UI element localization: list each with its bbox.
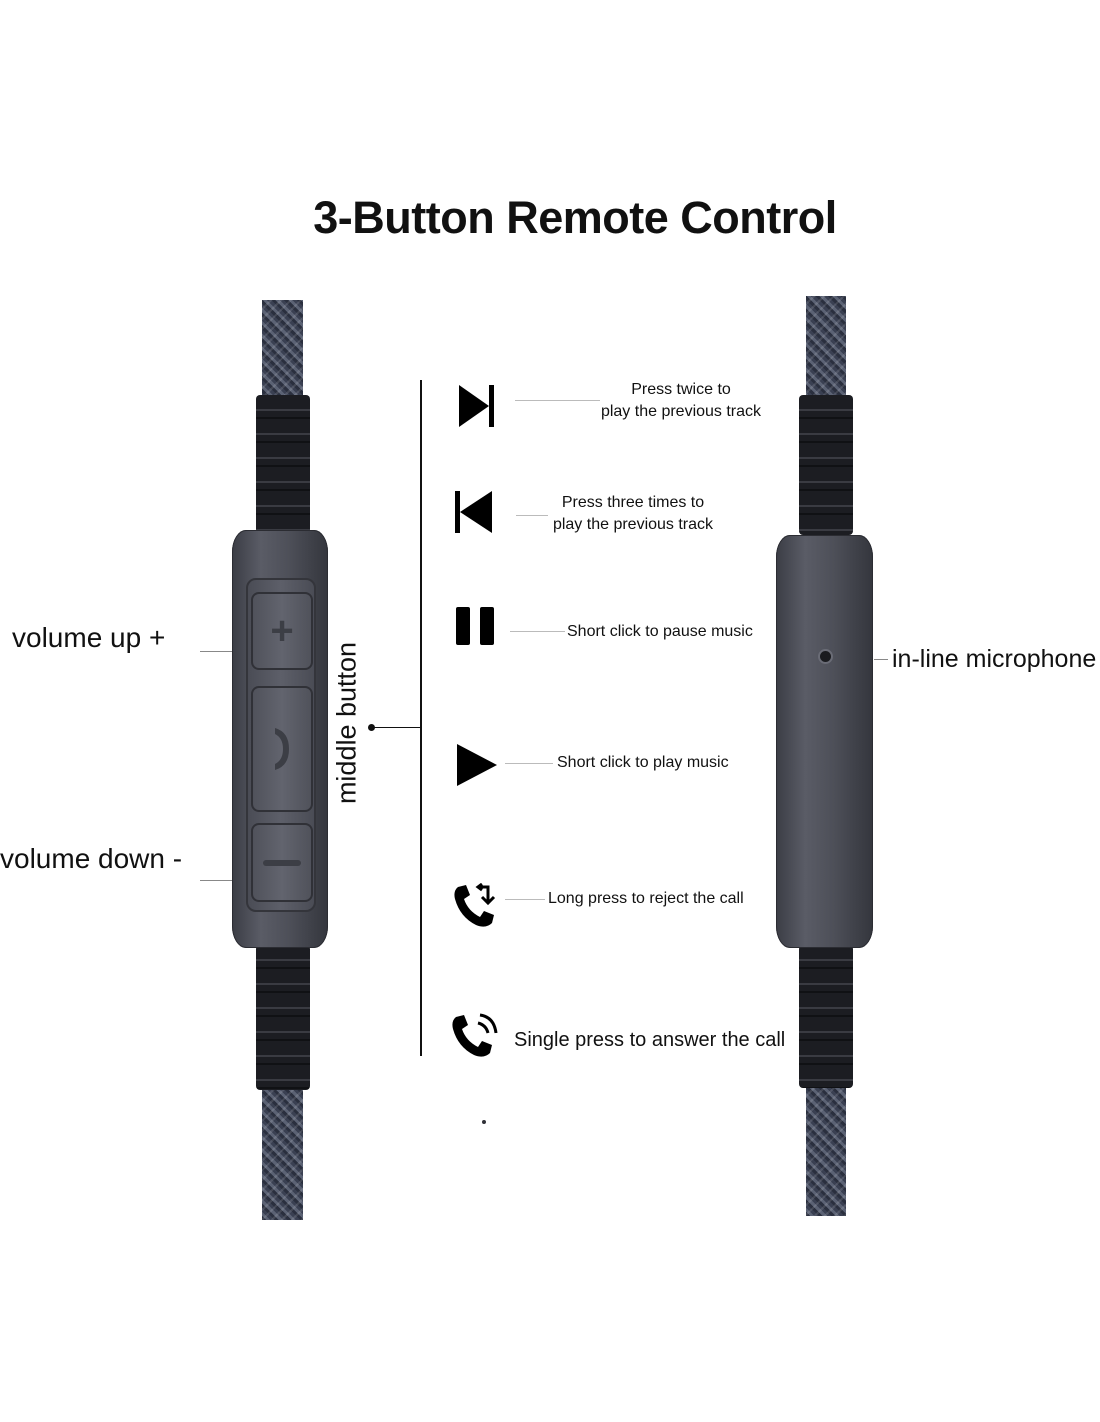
leader [505,763,553,764]
volume-down-button[interactable] [251,823,313,902]
bracket-line [420,380,422,1056]
page-title: 3-Button Remote Control [313,192,837,243]
leader [505,899,545,900]
microphone-leader [874,659,888,660]
function-text-3: Short click to pause music [567,623,753,640]
right-remote-body [776,535,873,948]
function-text-4: Short click to play music [557,754,729,771]
reject-call-icon [454,883,496,927]
answer-call-icon [452,1013,498,1057]
previous-track-icon [455,491,492,533]
next-track-icon [459,385,494,427]
text-line: Press three times to [561,494,705,511]
volume-down-label: volume down - [0,843,183,874]
function-text-5: Long press to reject the call [548,890,744,907]
volume-up-button[interactable] [482,1120,486,1124]
leader [510,631,565,632]
middle-button[interactable] [251,686,313,812]
phone-icon [275,728,289,770]
pause-icon [456,607,494,645]
microphone-label: in-line microphone [892,645,1097,673]
play-icon [457,744,497,786]
left-strain-relief-bottom [256,945,310,1090]
text-line: play the previous track [552,516,714,533]
pointer-line [372,727,421,728]
pointer-dot [368,724,375,731]
text-line: play the previous track [600,403,762,420]
middle-button-label: middle button [331,641,362,805]
minus-icon [263,859,301,866]
microphone-hole [820,651,831,662]
right-strain-relief-bottom [799,945,853,1088]
leader [515,400,600,401]
leader [516,515,548,516]
plus-icon: + [270,608,294,653]
right-strain-relief-top [799,395,853,535]
function-text-2: Press three times to play the previous t… [552,492,714,536]
text-line: Press twice to [631,381,731,398]
left-strain-relief-top [256,395,310,540]
volume-up-label: volume up + [12,622,166,653]
function-text-6: Single press to answer the call [514,1029,786,1051]
volume-up-button[interactable]: + [251,592,313,670]
volume-down-leader [200,880,232,881]
function-text-1: Press twice to play the previous track [600,379,762,423]
volume-up-leader [200,651,232,652]
